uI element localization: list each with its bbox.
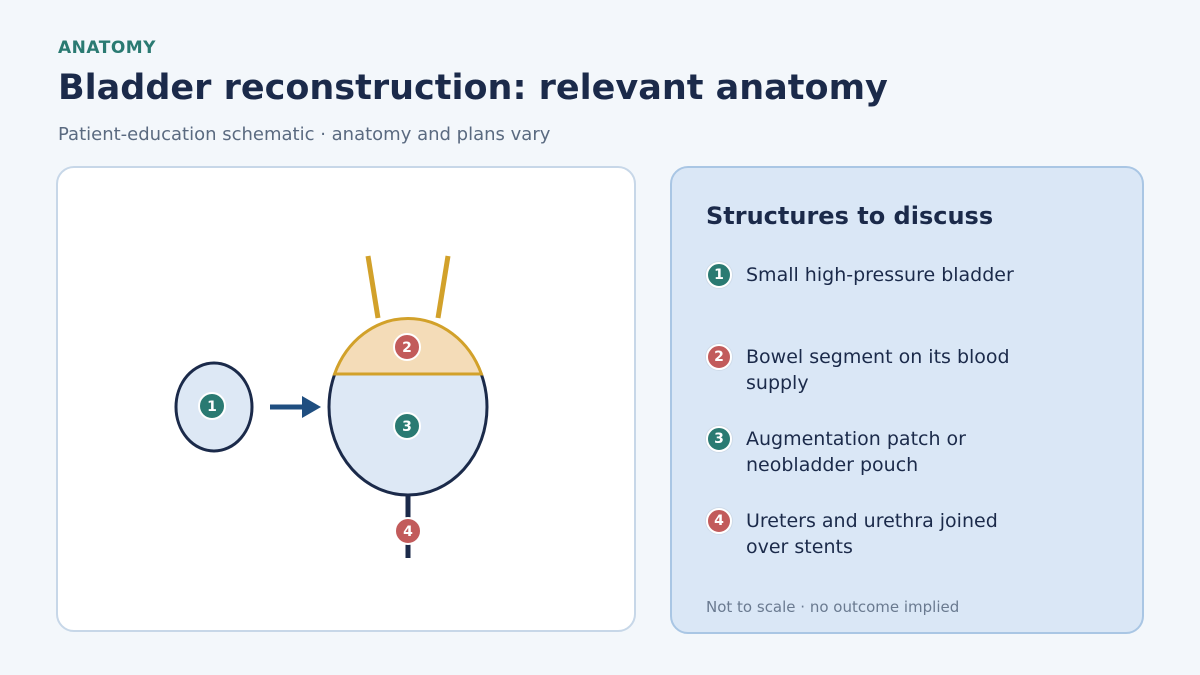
- legend-title: Structures to discuss: [706, 202, 994, 230]
- legend-item-text: Ureters and urethra joined over stents: [746, 510, 998, 558]
- anatomy-diagram: 1 2 3 4: [174, 255, 489, 558]
- right-ureter: [435, 255, 451, 319]
- svg-text:2: 2: [402, 340, 412, 356]
- legend-item-4: 4 Ureters and urethra joined over stents: [706, 508, 1116, 560]
- left-ureter: [365, 255, 381, 319]
- legend-badge-4: 4: [706, 508, 732, 534]
- legend-badge-3: 3: [706, 426, 732, 452]
- svg-text:3: 3: [402, 419, 412, 435]
- legend-item-1: 1 Small high-pressure bladder: [706, 262, 1116, 288]
- legend-item-3: 3 Augmentation patch or neobladder pouch: [706, 426, 1116, 478]
- legend-badge-1: 1: [706, 262, 732, 288]
- legend-footer-note: Not to scale · no outcome implied: [706, 598, 960, 616]
- marker-4: 4: [394, 517, 422, 545]
- diagram-panel: 1 2 3 4: [56, 166, 636, 632]
- legend-item-2: 2 Bowel segment on its blood supply: [706, 344, 1116, 396]
- legend-item-text: Small high-pressure bladder: [746, 264, 1014, 286]
- svg-text:4: 4: [403, 524, 413, 540]
- marker-1: 1: [198, 392, 226, 420]
- legend-item-text: Augmentation patch or neobladder pouch: [746, 428, 966, 476]
- svg-text:1: 1: [207, 399, 217, 415]
- eyebrow-label: ANATOMY: [58, 38, 156, 58]
- transition-arrow-head: [302, 396, 321, 418]
- page-subtitle: Patient-education schematic · anatomy an…: [58, 124, 551, 145]
- legend-panel: Structures to discuss 1 Small high-press…: [670, 166, 1144, 634]
- legend-item-text: Bowel segment on its blood supply: [746, 346, 1010, 394]
- marker-2: 2: [393, 333, 421, 361]
- legend-badge-2: 2: [706, 344, 732, 370]
- marker-3: 3: [393, 412, 421, 440]
- page-title: Bladder reconstruction: relevant anatomy: [58, 68, 888, 108]
